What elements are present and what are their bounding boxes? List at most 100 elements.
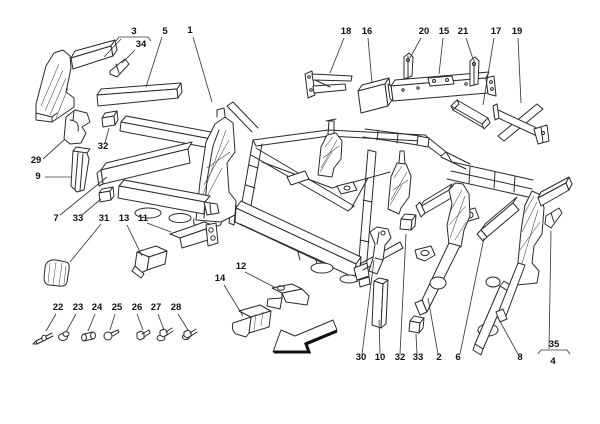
callout-10-29[interactable]: 10 (375, 352, 386, 363)
callout-12-19[interactable]: 12 (236, 261, 247, 272)
callout-7-14[interactable]: 7 (53, 213, 58, 224)
callout-18-4[interactable]: 18 (341, 26, 352, 37)
part-17-beam (450, 99, 491, 130)
callout-23-22[interactable]: 23 (73, 302, 84, 313)
leader-line-26 (136, 313, 144, 331)
leader-line-21 (465, 37, 474, 60)
callout-28-27[interactable]: 28 (171, 302, 182, 313)
part-1-subassembly (117, 107, 237, 227)
leader-line-25 (109, 313, 116, 331)
leader-line-17 (482, 37, 495, 106)
leader-line-22 (45, 313, 57, 332)
leader-line-13 (126, 224, 143, 257)
leader-line-18 (329, 37, 345, 74)
leader-line-32 (104, 127, 110, 144)
part-6-beam (476, 196, 520, 242)
part-35-wedge (544, 207, 563, 229)
part-9-column (70, 146, 91, 193)
callout-25-24[interactable]: 25 (112, 302, 123, 313)
leader-line-6 (459, 237, 485, 355)
part-33-spacer-left (98, 186, 115, 203)
leader-line-14 (223, 284, 244, 317)
callout-29-11[interactable]: 29 (31, 155, 42, 166)
callout-11-18[interactable]: 11 (138, 213, 149, 224)
callout-17-9[interactable]: 17 (491, 26, 502, 37)
callout-14-20[interactable]: 14 (215, 273, 226, 284)
part-19-cross-brace (492, 103, 550, 145)
callout-30-28[interactable]: 30 (356, 352, 367, 363)
callout-26-25[interactable]: 26 (132, 302, 143, 313)
leader-line-34 (121, 49, 136, 64)
callout-33-31[interactable]: 33 (413, 352, 424, 363)
leader-line-7 (59, 176, 108, 216)
part-5-beam (96, 82, 183, 107)
callout-8-34[interactable]: 8 (517, 352, 522, 363)
callout-2-32[interactable]: 2 (436, 352, 441, 363)
hardware-22-rivet (32, 332, 54, 345)
callout-13-17[interactable]: 13 (119, 213, 130, 224)
callout-32-13[interactable]: 32 (98, 141, 109, 152)
leader-line-33 (81, 198, 102, 216)
callout-6-33[interactable]: 6 (455, 352, 460, 363)
part-12-bracket (266, 283, 310, 310)
callout-32-30[interactable]: 32 (395, 352, 406, 363)
callout-20-6[interactable]: 20 (419, 26, 430, 37)
main-frame-assembly (226, 101, 471, 288)
leader-line-20 (409, 37, 422, 59)
part-32-spacer-left (101, 110, 119, 128)
callout-19-10[interactable]: 19 (512, 26, 523, 37)
callout-33-15[interactable]: 33 (73, 213, 84, 224)
part-30-bracket (368, 226, 392, 275)
callout-bracket-3 (115, 36, 152, 42)
leader-line-23 (65, 313, 77, 333)
callout-22-21[interactable]: 22 (53, 302, 64, 313)
callout-24-23[interactable]: 24 (92, 302, 103, 313)
part-7-beam (96, 141, 193, 187)
callout-31-16[interactable]: 31 (99, 213, 110, 224)
callout-15-7[interactable]: 15 (439, 26, 450, 37)
leader-line-31 (69, 223, 102, 263)
part-4-upright-assembly (495, 176, 573, 323)
callout-1-3[interactable]: 1 (187, 25, 193, 36)
hardware-28-flange-bolt (181, 328, 198, 341)
callout-4-36[interactable]: 4 (550, 356, 556, 367)
leader-line-5 (145, 36, 163, 88)
hardware-25-screw (103, 329, 120, 341)
part-8-beam (472, 280, 513, 356)
callout-9-12[interactable]: 9 (35, 171, 40, 182)
leader-line-12 (244, 271, 277, 289)
hardware-24-bushing (81, 331, 96, 342)
callout-3-0[interactable]: 3 (131, 26, 136, 37)
callout-5-2[interactable]: 5 (162, 26, 168, 37)
leader-line-32 (399, 233, 407, 355)
callout-16-5[interactable]: 16 (362, 26, 373, 37)
part-20-gusset (403, 52, 414, 80)
leader-line-19 (517, 37, 522, 104)
part-14-bracket (231, 304, 272, 338)
part-18-bracket (304, 70, 353, 99)
callout-27-26[interactable]: 27 (151, 302, 162, 313)
callout-21-8[interactable]: 21 (458, 26, 469, 37)
leader-line-30 (361, 259, 375, 355)
callout-35-35[interactable]: 35 (549, 339, 560, 350)
part-21-gusset (469, 56, 480, 87)
part-15-crossmember (387, 71, 497, 102)
leader-line-15 (438, 37, 444, 75)
leader-line-10 (378, 319, 381, 355)
part-3-corner-bracket-assembly (35, 39, 118, 123)
callout-bracket-35 (537, 349, 571, 355)
leader-line-11 (146, 222, 172, 233)
callout-34-1[interactable]: 34 (136, 39, 147, 50)
part-29-bracket (63, 109, 91, 145)
part-16-block (357, 77, 393, 114)
direction-arrow-icon (272, 319, 338, 354)
leader-line-33 (415, 333, 418, 355)
part-2-upright-assembly (414, 182, 471, 316)
leader-line-29 (42, 139, 65, 160)
leader-line-3 (103, 38, 122, 58)
part-13-bracket (131, 245, 168, 279)
leader-line-8 (496, 315, 519, 355)
leader-line-2 (427, 297, 439, 355)
